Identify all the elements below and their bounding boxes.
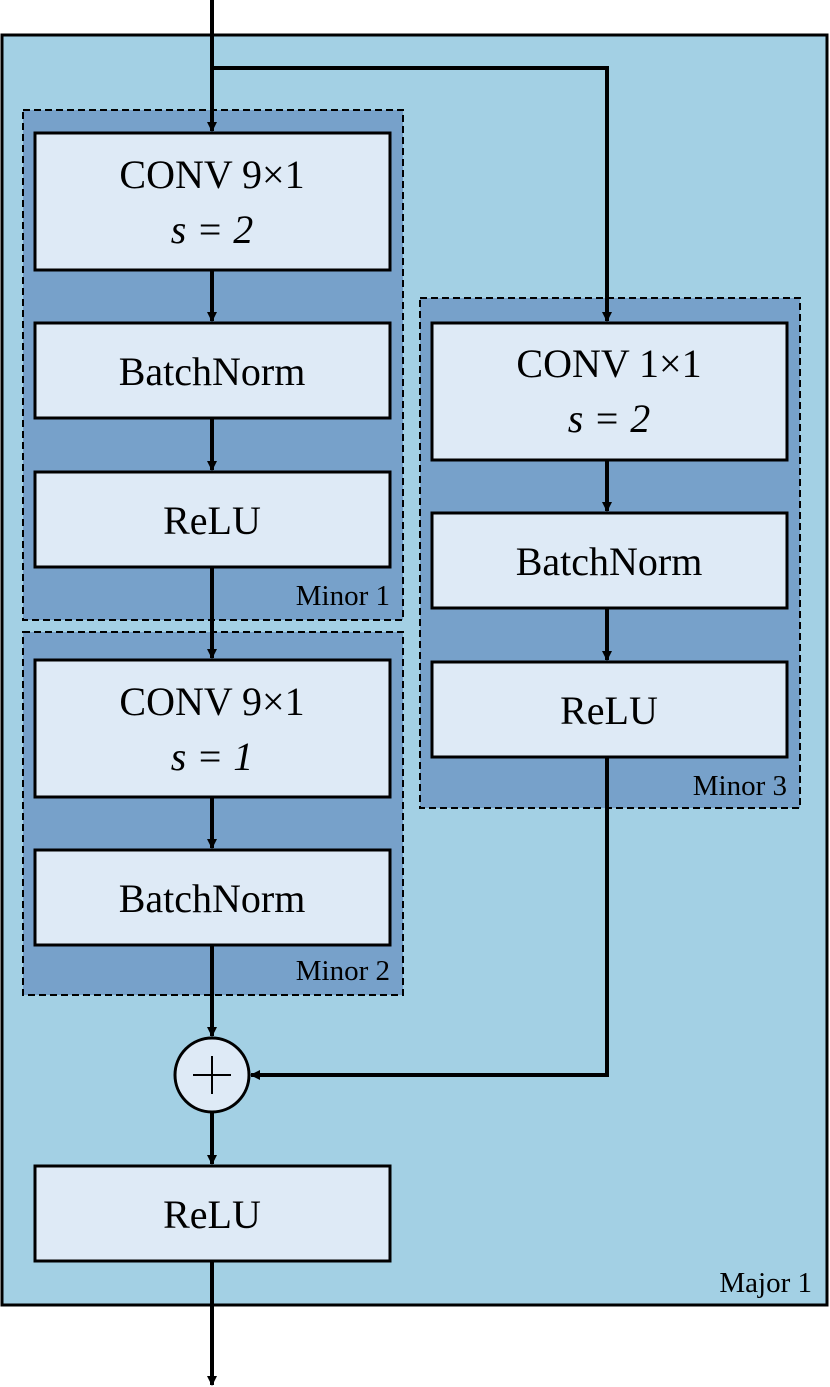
batchnorm-box bbox=[33, 848, 392, 947]
minor-2-label: Minor 2 bbox=[296, 955, 390, 987]
batchnorm-box bbox=[33, 321, 392, 420]
relu-box bbox=[430, 660, 789, 759]
conv-9x1-s2-box bbox=[33, 131, 392, 272]
major-label: Major 1 bbox=[719, 1267, 812, 1299]
relu-label: ReLU bbox=[163, 498, 261, 543]
shortcut-merge-arrow bbox=[250, 757, 609, 1080]
minor-1-label: Minor 1 bbox=[296, 580, 390, 612]
minor-3-label: Minor 3 bbox=[693, 770, 787, 802]
shortcut-arrow bbox=[212, 66, 612, 322]
final-relu-box bbox=[33, 1164, 392, 1263]
conv-1x1-s2-box bbox=[430, 321, 789, 462]
stride-label: s = 2 bbox=[568, 396, 651, 441]
sum-node bbox=[173, 1036, 251, 1114]
relu-box bbox=[33, 470, 392, 569]
batchnorm-label: BatchNorm bbox=[119, 349, 306, 394]
relu-label: ReLU bbox=[560, 688, 658, 733]
conv-label: CONV 9×1 bbox=[119, 152, 304, 197]
conv-label: CONV 1×1 bbox=[516, 341, 701, 386]
stride-label: s = 2 bbox=[171, 207, 254, 252]
conv-9x1-s1-box bbox=[33, 658, 392, 799]
conv-label: CONV 9×1 bbox=[119, 679, 304, 724]
batchnorm-label: BatchNorm bbox=[516, 539, 703, 584]
batchnorm-label: BatchNorm bbox=[119, 876, 306, 921]
stride-label: s = 1 bbox=[171, 734, 254, 779]
relu-label: ReLU bbox=[163, 1192, 261, 1237]
batchnorm-box bbox=[430, 511, 789, 610]
